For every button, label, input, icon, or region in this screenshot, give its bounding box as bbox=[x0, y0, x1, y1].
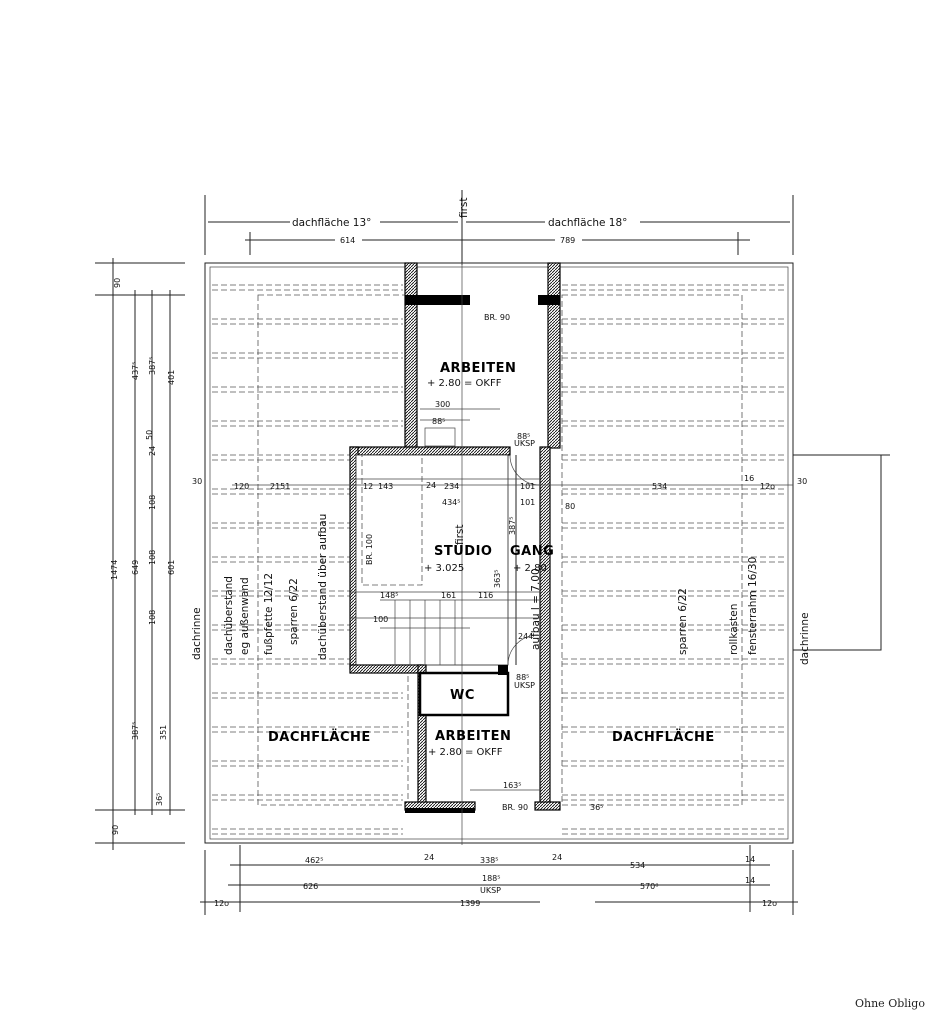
dim-left-3875b: 387⁵ bbox=[131, 722, 140, 740]
dim-120-left-inner: 120 bbox=[234, 482, 249, 491]
dim-left-108b: 108 bbox=[148, 550, 157, 565]
room-gang-name: GANG bbox=[510, 544, 554, 559]
dim-234: 234 bbox=[444, 482, 459, 491]
gutter-right-note: dachrinne bbox=[799, 612, 811, 665]
dim-left-24: 24 bbox=[148, 446, 157, 456]
dim-top-right: 789 bbox=[560, 236, 575, 245]
rafter-lines bbox=[212, 284, 786, 835]
dim-left-601: 601 bbox=[167, 560, 176, 575]
dim-885a: 88⁵ bbox=[432, 417, 445, 426]
dim-3635: 363⁵ bbox=[493, 570, 502, 588]
room-arbeiten-bottom-name: ARBEITEN bbox=[435, 729, 511, 744]
dim-bottom-uksp: UKSP bbox=[480, 886, 501, 895]
dim-116: 116 bbox=[478, 591, 493, 600]
overhang-extension-note: dachüberstand über aufbau bbox=[317, 514, 329, 660]
left-dimension-chain: 90 437⁵ 387⁵ 401 24 50 1474 649 601 108 … bbox=[95, 258, 185, 850]
dim-885c: 88⁵ bbox=[516, 673, 529, 682]
dim-100: 100 bbox=[373, 615, 388, 624]
dim-101b: 101 bbox=[520, 498, 535, 507]
dim-bottom-5708: 570⁸ bbox=[640, 882, 658, 891]
dim-uksp-b: UKSP bbox=[514, 681, 535, 690]
dim-534-inner: 534 bbox=[652, 482, 667, 491]
room-arbeiten-top-name: ARBEITEN bbox=[440, 361, 516, 376]
room-studio-name: STUDIO bbox=[434, 544, 492, 559]
gutter-left-note: dachrinne bbox=[191, 607, 203, 660]
eg-wall-note: eg außenwand bbox=[239, 577, 251, 655]
dim-300: 300 bbox=[435, 400, 450, 409]
dim-365-inner: 36⁵ bbox=[590, 803, 603, 812]
roof-pitch-left-label: dachfläche 13° bbox=[292, 217, 371, 229]
dim-80a: 80 bbox=[565, 502, 575, 511]
dim-bottom-120-right: 12o bbox=[762, 899, 777, 908]
dim-3875: 387⁵ bbox=[508, 517, 517, 535]
dim-bottom-1885: 188⁵ bbox=[482, 874, 500, 883]
dim-left-50: 50 bbox=[145, 430, 154, 440]
dim-left-4375: 437⁵ bbox=[131, 362, 140, 380]
dim-top-left: 614 bbox=[340, 236, 355, 245]
dim-left-351: 351 bbox=[159, 725, 168, 740]
dim-bottom-534: 534 bbox=[630, 861, 645, 870]
dim-left-365: 36⁵ bbox=[155, 793, 164, 806]
dim-left-108c: 108 bbox=[148, 610, 157, 625]
shutter-box-note: rollkasten bbox=[728, 604, 740, 655]
dim-12a: 12 bbox=[363, 482, 373, 491]
dim-bottom-3385: 338⁵ bbox=[480, 856, 498, 865]
purlin-note: fußpfette 12/12 bbox=[263, 573, 275, 655]
top-dimension-chain bbox=[204, 190, 794, 265]
dim-bottom-1399: 1399 bbox=[460, 899, 480, 908]
inner-dimensions: 300 88⁵ 88⁵ UKSP 143 24 234 434⁵ 101 101… bbox=[192, 313, 807, 812]
dim-bottom-626: 626 bbox=[303, 882, 318, 891]
dim-1635: 163⁵ bbox=[503, 781, 521, 790]
room-gang-level: + 2.80 bbox=[513, 563, 547, 574]
dim-br90b: BR. 90 bbox=[502, 803, 528, 812]
room-studio-level: + 3.025 bbox=[424, 563, 464, 574]
room-arbeiten-bottom-level: + 2.80 = OKFF bbox=[428, 747, 503, 758]
rafters-left-note: sparren 6/22 bbox=[288, 578, 300, 645]
dim-161: 161 bbox=[441, 591, 456, 600]
bottom-dimension-chain: 462⁵ 24 338⁵ 24 534 14 626 188⁵ UKSP 570… bbox=[200, 845, 798, 915]
dim-left-1474: 1474 bbox=[110, 560, 119, 580]
ridge-label: first bbox=[458, 197, 470, 218]
roof-pitch-right-label: dachfläche 18° bbox=[548, 217, 627, 229]
dim-2151: 2151 bbox=[270, 482, 290, 491]
eave-overhang-note: dachüberstand bbox=[223, 576, 235, 655]
dim-4345: 434⁵ bbox=[442, 498, 460, 507]
core-walls bbox=[349, 262, 561, 845]
dim-bottom-14b: 14 bbox=[745, 876, 755, 885]
dim-br90a: BR. 90 bbox=[484, 313, 510, 322]
rafters-right-note: sparren 6/22 bbox=[677, 588, 689, 655]
dim-120-inner: 12o bbox=[760, 482, 775, 491]
window-frame-note: fensterrahm 16/30 bbox=[747, 557, 759, 655]
dim-30-right: 30 bbox=[797, 477, 807, 486]
dim-143: 143 bbox=[378, 482, 393, 491]
roof-area-left-label: DACHFLÄCHE bbox=[268, 729, 371, 745]
dim-left-649: 649 bbox=[131, 560, 140, 575]
dim-bottom-120-left: 12o bbox=[214, 899, 229, 908]
dim-bottom-24b: 24 bbox=[552, 853, 562, 862]
dim-244: 244 bbox=[518, 632, 533, 641]
room-arbeiten-top-level: + 2.80 = OKFF bbox=[427, 378, 502, 389]
dim-885b: 88⁵ bbox=[517, 432, 530, 441]
dim-uksp-a: UKSP bbox=[514, 439, 535, 448]
dim-101a: 101 bbox=[520, 482, 535, 491]
dim-bottom-14a: 14 bbox=[745, 855, 755, 864]
dim-br100: BR. 100 bbox=[365, 534, 374, 565]
roof-area-right-label: DACHFLÄCHE bbox=[612, 729, 715, 745]
dim-bottom-4625: 462⁵ bbox=[305, 856, 323, 865]
disclaimer-footer: Ohne Obligo bbox=[855, 997, 925, 1010]
extension-note: aufbau l = 7.00 bbox=[530, 568, 542, 650]
dim-1485: 148⁵ bbox=[380, 591, 398, 600]
dim-left-108a: 108 bbox=[148, 495, 157, 510]
room-wc-name: WC bbox=[450, 688, 475, 703]
dim-left-90-bottom: 90 bbox=[111, 825, 120, 835]
dim-16-inner: 16 bbox=[744, 474, 754, 483]
dim-30-left: 30 bbox=[192, 477, 202, 486]
dim-bottom-24a: 24 bbox=[424, 853, 434, 862]
dim-left-401: 401 bbox=[167, 370, 176, 385]
dim-24a: 24 bbox=[426, 481, 436, 490]
dim-left-3875: 387⁵ bbox=[148, 357, 157, 375]
ridge-inner-note: first bbox=[454, 524, 466, 545]
dim-left-90-top: 90 bbox=[113, 278, 122, 288]
roof-outline bbox=[204, 262, 890, 844]
